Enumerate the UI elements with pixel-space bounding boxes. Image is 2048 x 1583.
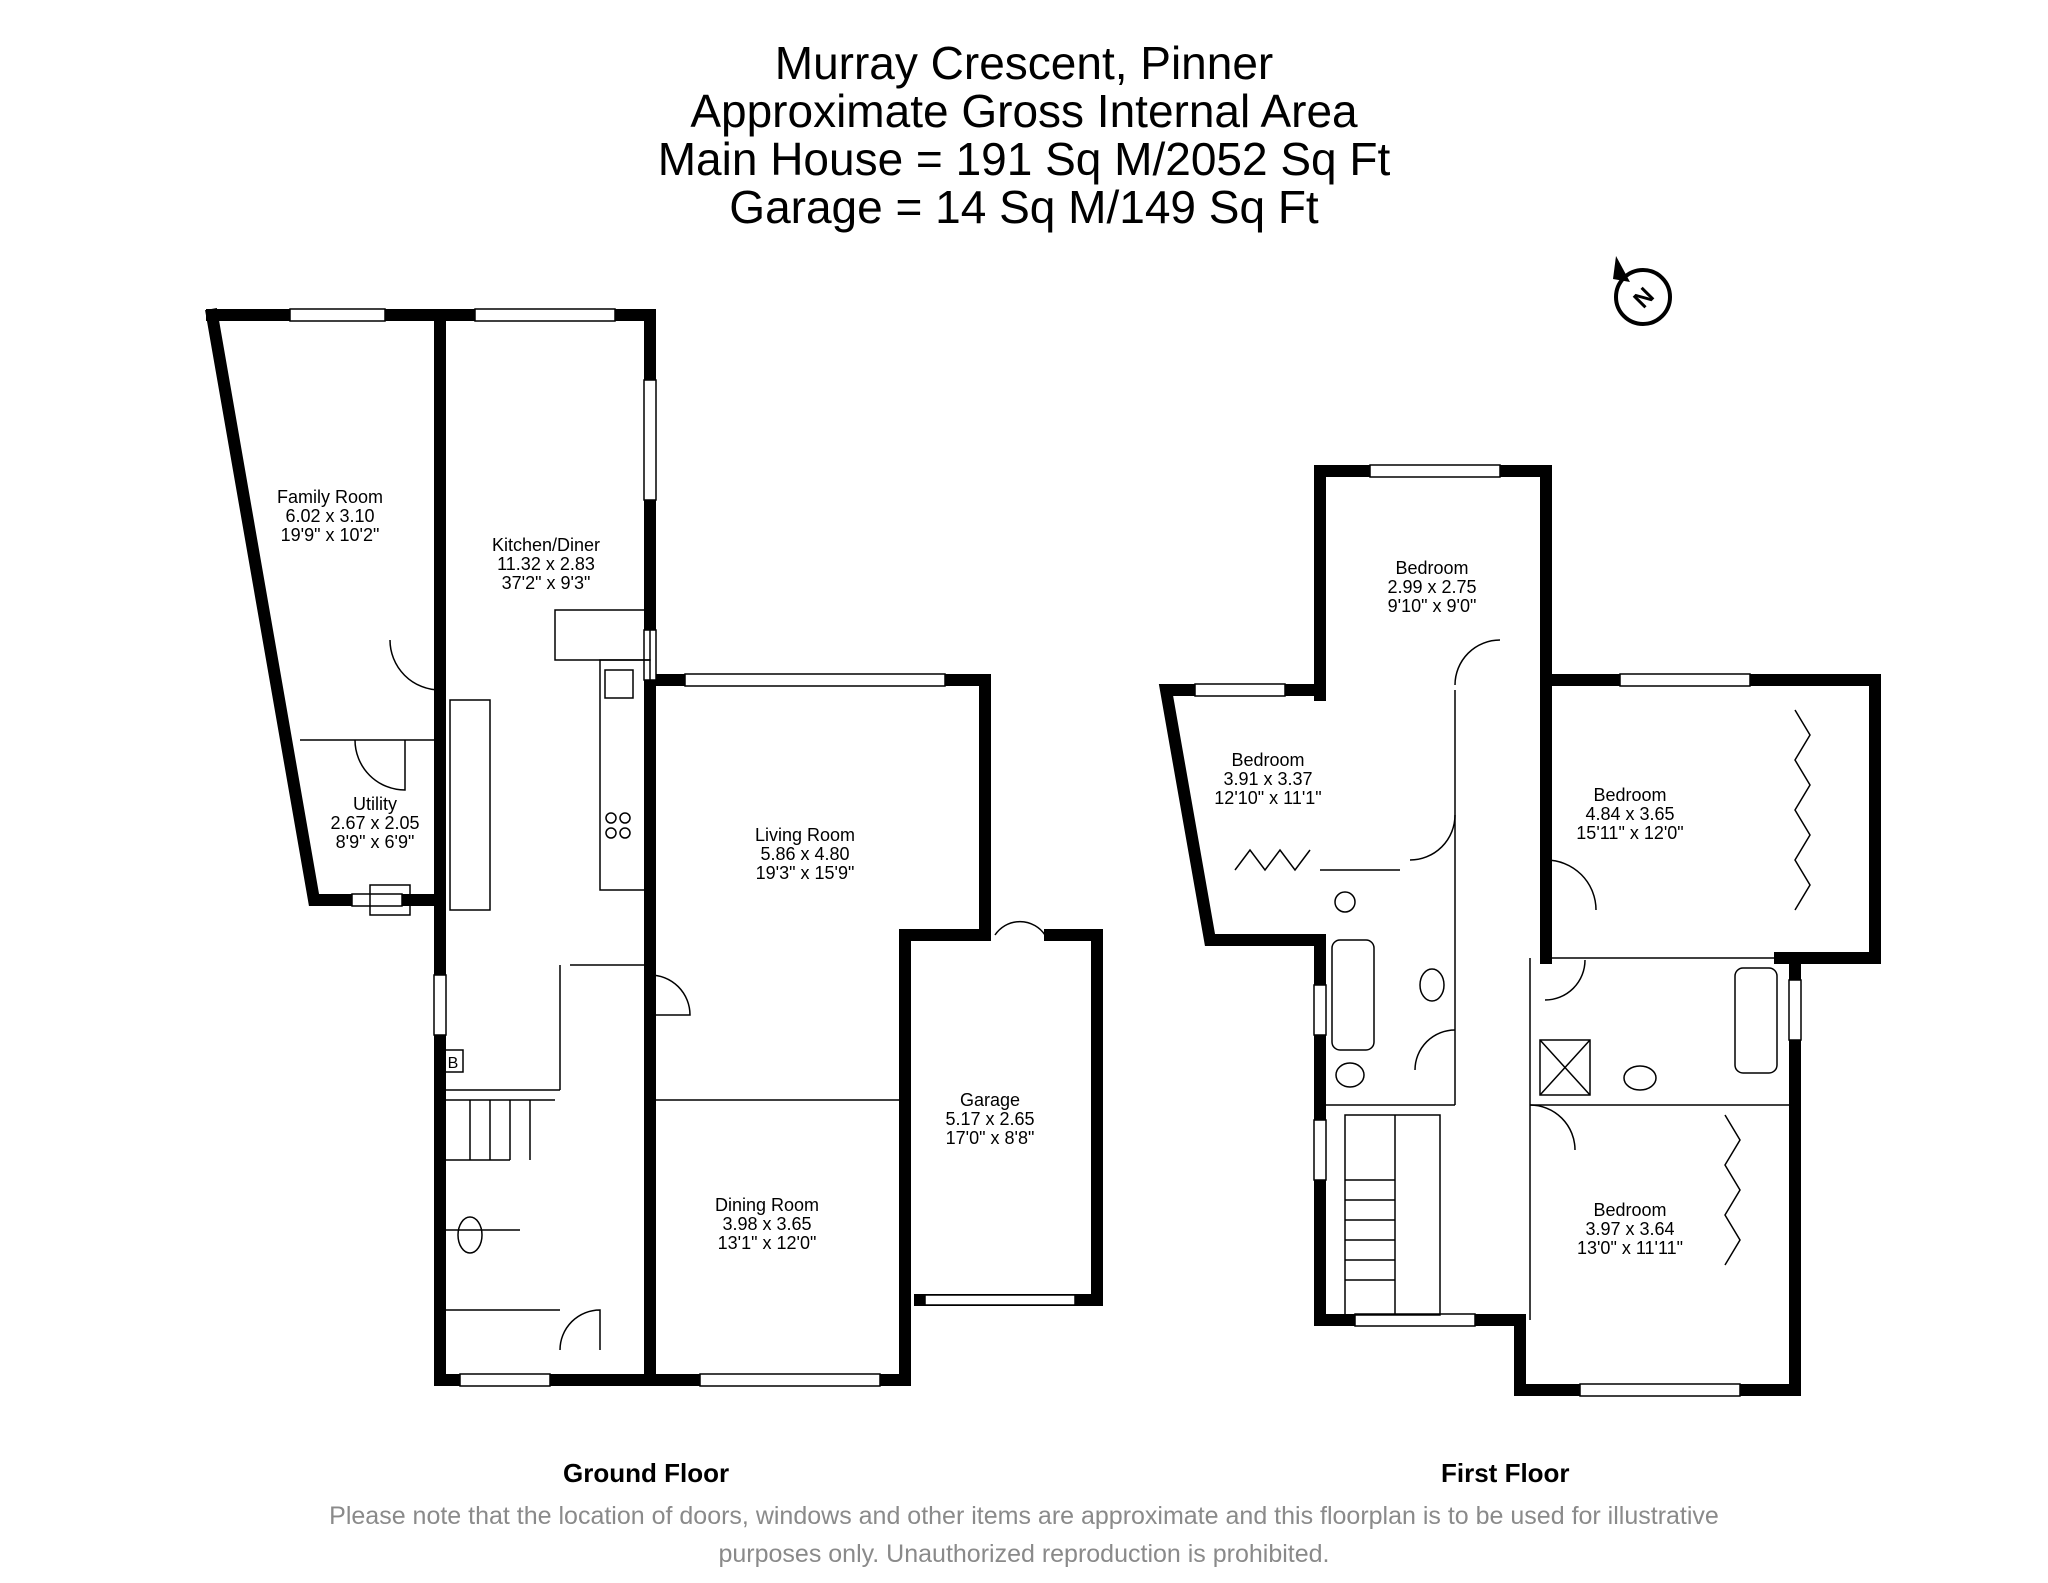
- disclaimer-line-2: purposes only. Unauthorized reproduction…: [718, 1540, 1330, 1568]
- first-floor-label: First Floor: [1441, 1458, 1570, 1488]
- room-metric: 11.32 x 2.83: [497, 554, 595, 574]
- room-name: Dining Room: [714, 1195, 820, 1215]
- first-floor-plan: [1158, 464, 1881, 1397]
- room-metric: 3.98 x 3.65: [722, 1214, 812, 1234]
- room-metric: 5.17 x 2.65: [945, 1109, 1035, 1129]
- room-metric: 3.91 x 3.37: [1223, 769, 1313, 789]
- room-imperial: 15'11" x 12'0": [1576, 823, 1684, 843]
- room-metric: 4.84 x 3.65: [1585, 804, 1675, 824]
- room-imperial: 9'10" x 9'0": [1387, 596, 1477, 616]
- room-label-utility: Utility 2.67 x 2.05 8'9" x 6'9": [265, 795, 485, 852]
- stairs-icon: [445, 1099, 555, 1160]
- room-label-bedroom-left: Bedroom 3.91 x 3.37 12'10" x 11'1": [1158, 751, 1378, 808]
- room-label-family-room: Family Room 6.02 x 3.10 19'9" x 10'2": [220, 488, 440, 545]
- disclaimer-line-1: Please note that the location of doors, …: [329, 1502, 1719, 1530]
- room-name: Bedroom: [1593, 785, 1667, 805]
- room-name: Kitchen/Diner: [491, 535, 601, 555]
- room-label-living-room: Living Room 5.86 x 4.80 19'3" x 15'9": [695, 826, 915, 883]
- room-imperial: 8'9" x 6'9": [335, 832, 415, 852]
- room-label-dining-room: Dining Room 3.98 x 3.65 13'1" x 12'0": [657, 1196, 877, 1253]
- room-label-bedroom-bottom: Bedroom 3.97 x 3.64 13'0" x 11'11": [1520, 1201, 1740, 1258]
- room-label-bedroom-top: Bedroom 2.99 x 2.75 9'10" x 9'0": [1322, 559, 1542, 616]
- room-metric: 5.86 x 4.80: [760, 844, 850, 864]
- room-name: Bedroom: [1231, 750, 1305, 770]
- subtitle: Approximate Gross Internal Area: [690, 85, 1358, 137]
- room-imperial: 19'9" x 10'2": [280, 525, 380, 545]
- main-house-area: Main House = 191 Sq M/2052 Sq Ft: [657, 133, 1391, 185]
- ground-floor-label: Ground Floor: [563, 1458, 730, 1488]
- room-name: Utility: [353, 794, 397, 814]
- room-imperial: 37'2" x 9'3": [501, 573, 591, 593]
- room-label-bedroom-right: Bedroom 4.84 x 3.65 15'11" x 12'0": [1520, 786, 1740, 843]
- room-imperial: 13'1" x 12'0": [717, 1233, 817, 1253]
- ground-floor-plan: B: [205, 308, 1103, 1387]
- room-name: Garage: [959, 1090, 1021, 1110]
- room-imperial: 19'3" x 15'9": [755, 863, 855, 883]
- room-name: Bedroom: [1593, 1200, 1667, 1220]
- room-metric: 3.97 x 3.64: [1585, 1219, 1675, 1239]
- garage-area: Garage = 14 Sq M/149 Sq Ft: [729, 181, 1319, 233]
- room-name: Bedroom: [1395, 558, 1469, 578]
- compass-icon: N: [1613, 256, 1672, 326]
- room-metric: 2.67 x 2.05: [330, 813, 420, 833]
- room-imperial: 12'10" x 11'1": [1214, 788, 1322, 808]
- room-name: Family Room: [276, 487, 383, 507]
- room-imperial: 13'0" x 11'11": [1576, 1238, 1684, 1258]
- room-label-kitchen-diner: Kitchen/Diner 11.32 x 2.83 37'2" x 9'3": [436, 536, 656, 593]
- stairs-icon: [1344, 1114, 1441, 1316]
- boiler-label: B: [448, 1055, 459, 1072]
- room-imperial: 17'0" x 8'8": [945, 1128, 1035, 1148]
- room-name: Living Room: [754, 825, 856, 845]
- room-metric: 2.99 x 2.75: [1387, 577, 1477, 597]
- compass-label: N: [1628, 282, 1659, 313]
- room-metric: 6.02 x 3.10: [285, 506, 375, 526]
- room-label-garage: Garage 5.17 x 2.65 17'0" x 8'8": [880, 1091, 1100, 1148]
- title: Murray Crescent, Pinner: [774, 37, 1274, 89]
